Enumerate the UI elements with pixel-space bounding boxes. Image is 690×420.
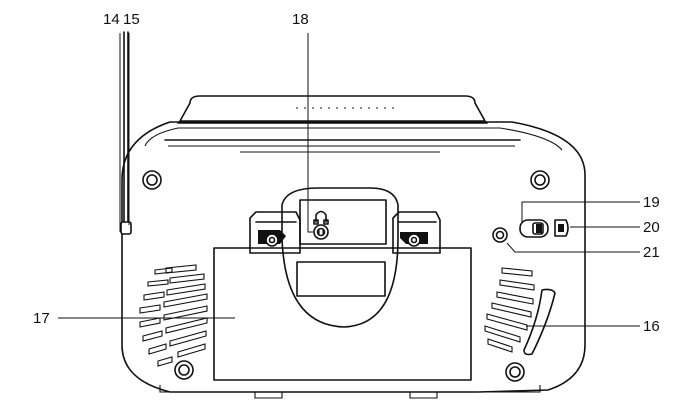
callout-20: 20 <box>643 219 660 236</box>
center-panel <box>281 187 399 328</box>
speaker-grille-right <box>484 267 556 356</box>
headphone-jack <box>313 210 329 240</box>
screws <box>142 170 550 382</box>
callout-15: 15 <box>123 11 140 28</box>
callout-17: 17 <box>33 310 50 327</box>
unit-body <box>121 121 586 399</box>
screw-top-left <box>142 170 162 190</box>
callout-21: 21 <box>643 244 660 261</box>
handle-bracket-left <box>249 211 301 254</box>
leader-21 <box>506 242 640 253</box>
ac-socket <box>554 219 569 237</box>
callout-16: 16 <box>643 318 660 335</box>
headphone-icon <box>313 210 329 225</box>
callout-18: 18 <box>292 11 309 28</box>
leader-18 <box>307 33 313 233</box>
callout-labels: 14 15 18 19 20 21 17 16 <box>33 11 660 335</box>
leader-lines <box>58 33 640 327</box>
cd-lid <box>177 95 488 124</box>
callout-19: 19 <box>643 194 660 211</box>
antenna <box>120 31 132 235</box>
speaker-grille-left <box>139 264 208 367</box>
leader-19-top <box>521 201 548 222</box>
power-selector-switch <box>519 219 549 238</box>
screw-bottom-left <box>174 360 194 380</box>
screw-bottom-right <box>505 362 525 382</box>
handle-bracket-right <box>392 211 441 254</box>
callout-14: 14 <box>103 11 120 28</box>
battery-cover <box>213 247 472 381</box>
screw-top-right <box>530 170 550 190</box>
dc-in-jack <box>492 227 508 243</box>
